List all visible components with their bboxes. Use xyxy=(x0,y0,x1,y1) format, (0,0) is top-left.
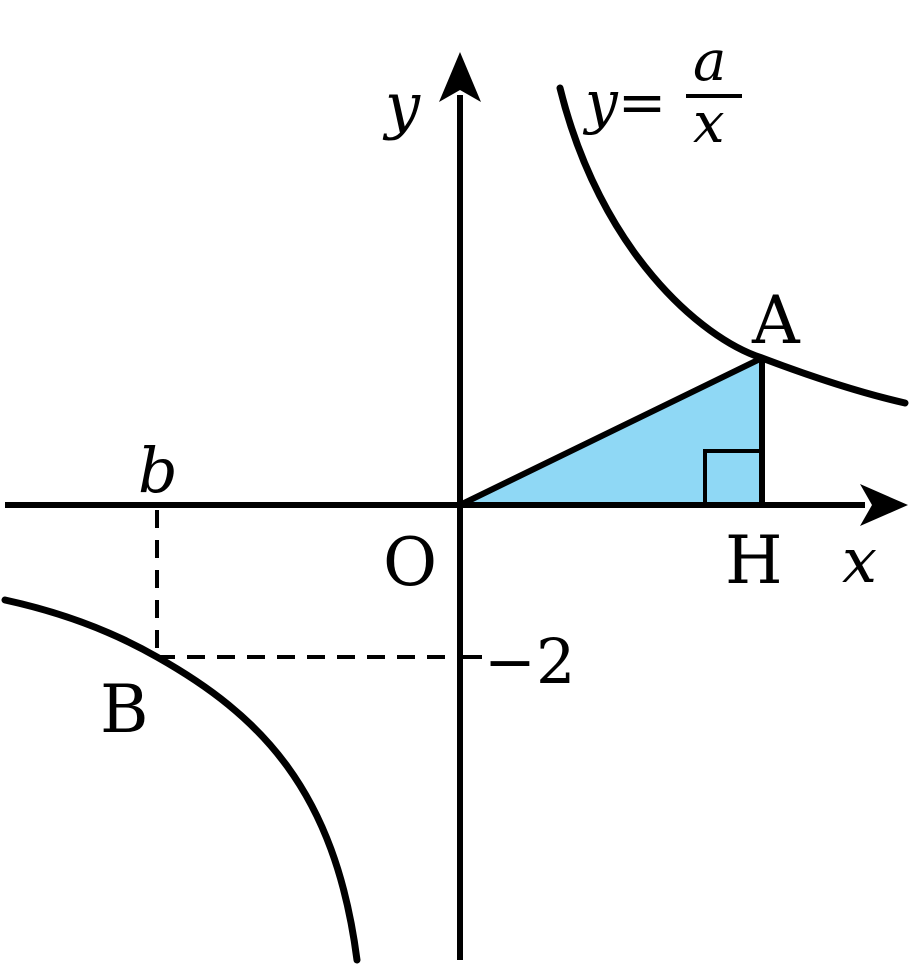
y-axis-label: y xyxy=(382,69,421,142)
x-axis-arrow xyxy=(860,484,908,526)
point-b-label: B xyxy=(100,671,149,748)
hyperbola-branch-upper xyxy=(556,84,909,407)
segment-oa xyxy=(457,355,765,508)
minus-two-label: −2 xyxy=(484,625,575,698)
curve-equation-numerator: a xyxy=(693,29,726,94)
origin-label: O xyxy=(383,524,437,601)
x-axis-label: x xyxy=(842,524,877,597)
hyperbola-branch-lower xyxy=(1,596,361,964)
curve-equation-denominator: x xyxy=(693,91,725,156)
y-axis-arrow xyxy=(439,52,481,102)
b-value-label: b xyxy=(138,434,178,507)
curve-equation-lhs: y= xyxy=(582,68,666,136)
point-h-label: H xyxy=(725,522,783,599)
right-angle-marker xyxy=(703,449,762,505)
point-a-label: A xyxy=(751,282,801,359)
